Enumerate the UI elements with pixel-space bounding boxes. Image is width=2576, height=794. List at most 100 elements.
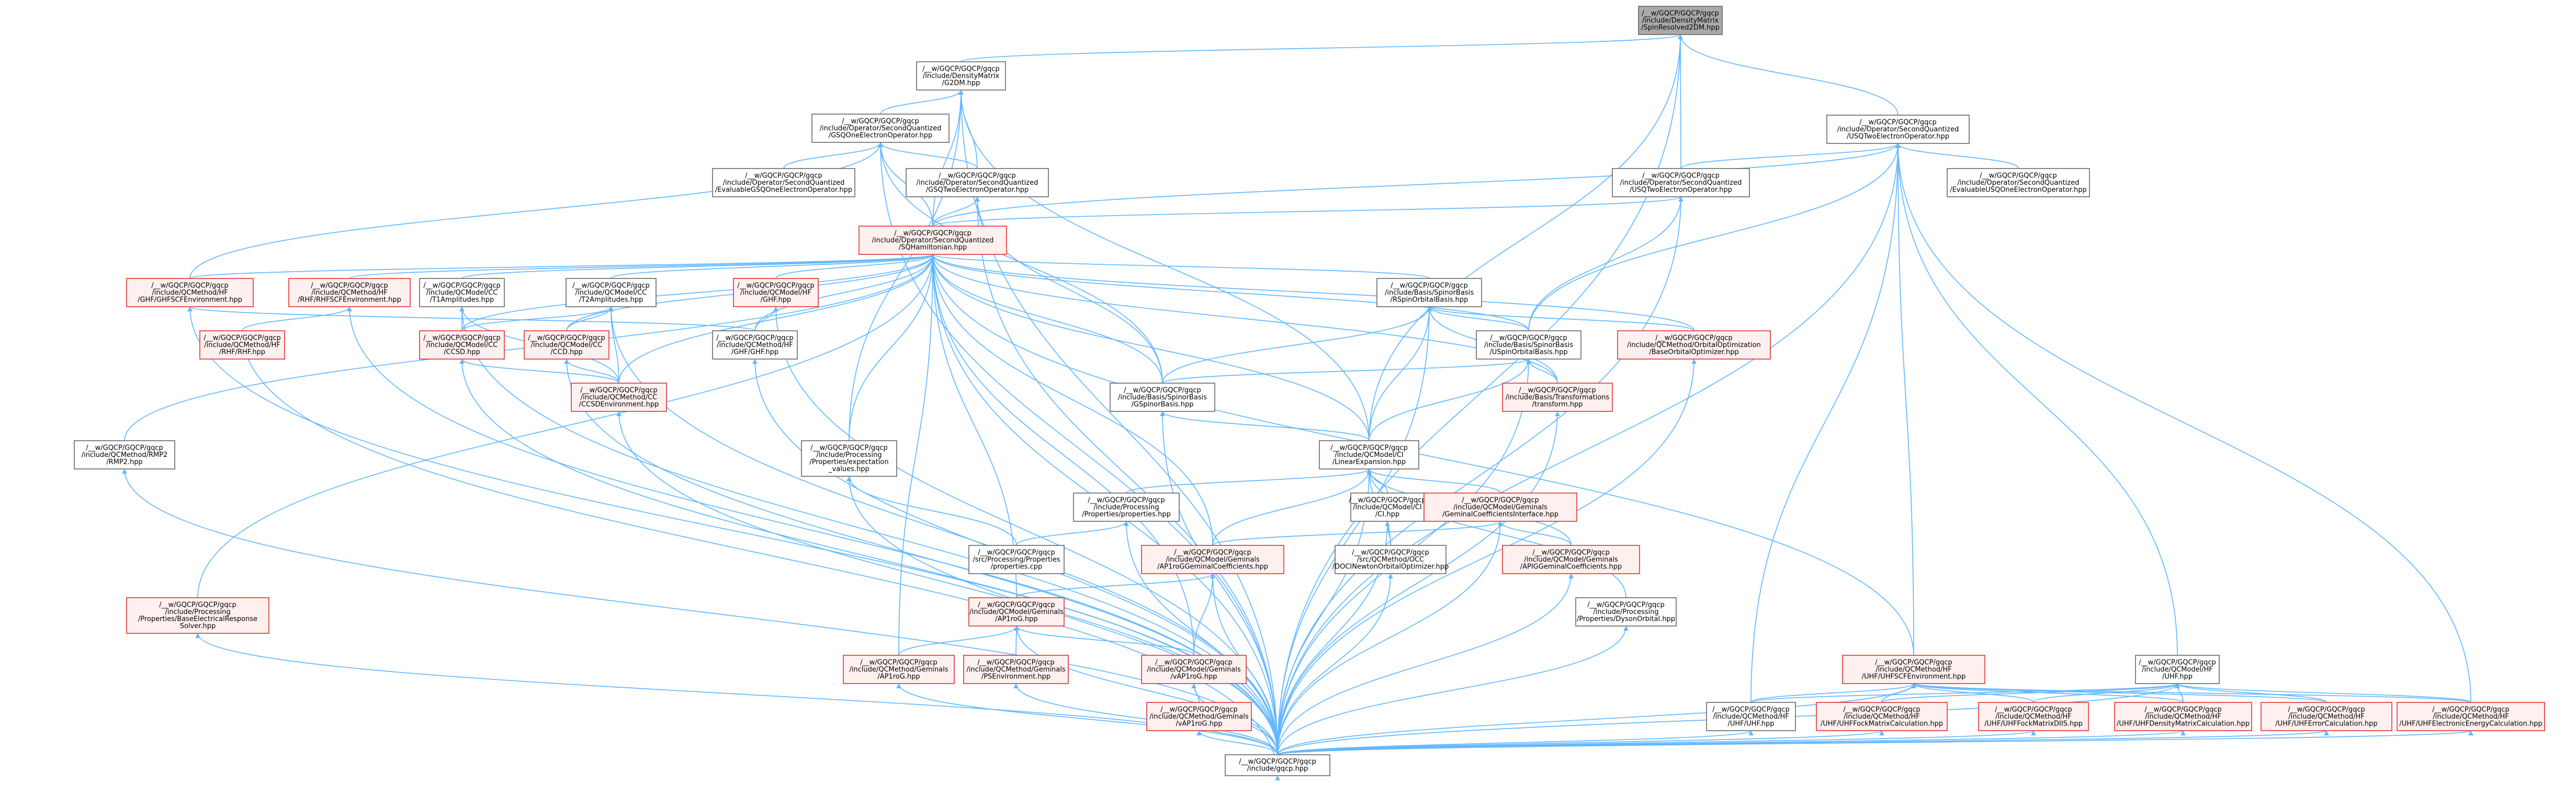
file-node-label: /GSQTwoElectronOperator.hpp <box>926 186 1029 194</box>
file-node-label: /SQHamiltonian.hpp <box>899 243 967 251</box>
file-node[interactable]: /__w/GQCP/GQCP/gqcp/include/QCMethod/Gem… <box>843 655 955 684</box>
file-node[interactable]: /__w/GQCP/GQCP/gqcp/include/DensityMatri… <box>1638 6 1723 35</box>
file-node-box <box>2114 702 2252 731</box>
file-node[interactable]: /__w/GQCP/GQCP/gqcp/include/Operator/Sec… <box>712 168 855 197</box>
file-node-label: /__w/GQCP/GQCP/gqcp <box>842 117 919 125</box>
file-node[interactable]: /__w/GQCP/GQCP/gqcp/include/QCMethod/Orb… <box>1617 330 1771 360</box>
file-node[interactable]: /__w/GQCP/GQCP/gqcp/include/QCModel/Gemi… <box>968 597 1065 627</box>
file-node[interactable]: /__w/GQCP/GQCP/gqcp/include/Operator/Sec… <box>858 226 1007 255</box>
file-node[interactable]: /__w/GQCP/GQCP/gqcp/include/QCMethod/HF/… <box>2114 702 2252 731</box>
file-node-label: /__w/GQCP/GQCP/gqcp <box>1532 549 1610 556</box>
file-node-label: /Properties/DysonOrbital.hpp <box>1577 615 1675 623</box>
edge-arrowhead <box>1275 776 1280 780</box>
file-node-label: /GSpinorBasis.hpp <box>1131 400 1193 408</box>
file-node[interactable]: /__w/GQCP/GQCP/gqcp/include/Processing/P… <box>1073 493 1180 522</box>
file-node-label: /__w/GQCP/GQCP/gqcp <box>1875 658 1952 666</box>
file-node-label: /__w/GQCP/GQCP/gqcp <box>423 282 501 289</box>
file-node[interactable]: /__w/GQCP/GQCP/gqcp/include/QCModel/CC/T… <box>419 278 505 307</box>
file-node[interactable]: /__w/GQCP/GQCP/gqcp/include/QCModel/CC/C… <box>524 330 609 360</box>
file-node[interactable]: /__w/GQCP/GQCP/gqcp/include/QCMethod/CC/… <box>571 383 667 412</box>
file-node-label: /include/QCMethod/Geminals <box>966 666 1065 674</box>
dependency-edge <box>783 142 881 169</box>
file-node[interactable]: /__w/GQCP/GQCP/gqcp/include/Operator/Sec… <box>1947 168 2090 197</box>
file-node[interactable]: /__w/GQCP/GQCP/gqcp/include/QCMethod/HF/… <box>2397 702 2545 731</box>
file-node-box <box>801 440 897 477</box>
dependency-edge <box>1277 683 1914 755</box>
dependency-edge <box>1680 34 1899 116</box>
file-node[interactable]: /__w/GQCP/GQCP/gqcp/include/Basis/Transf… <box>1502 383 1613 412</box>
file-node-label: /UHF/UHFFockMatrixDIIS.hpp <box>1984 720 2083 728</box>
dependency-edge <box>1369 359 1529 441</box>
file-node[interactable]: /__w/GQCP/GQCP/gqcp/include/QCMethod/RMP… <box>74 440 175 469</box>
file-node[interactable]: /__w/GQCP/GQCP/gqcp/include/QCMethod/HF/… <box>126 278 254 307</box>
file-node[interactable]: /__w/GQCP/GQCP/gqcp/include/QCMethod/HF/… <box>2261 702 2392 731</box>
dependency-edge <box>1369 34 1681 441</box>
edge-arrowhead <box>1678 35 1683 39</box>
file-node[interactable]: /__w/GQCP/GQCP/gqcp/include/QCModel/CI/C… <box>1349 493 1426 522</box>
dependency-edge <box>1528 196 1681 331</box>
file-node-box <box>858 226 1007 255</box>
file-node[interactable]: /__w/GQCP/GQCP/gqcp/include/QCModel/CI/L… <box>1319 440 1419 469</box>
file-node[interactable]: /__w/GQCP/GQCP/gqcp/include/QCMethod/Gem… <box>963 655 1069 684</box>
file-node[interactable]: /__w/GQCP/GQCP/gqcp/include/QCModel/CC/T… <box>566 278 657 307</box>
file-node[interactable]: /__w/GQCP/GQCP/gqcp/include/Processing/P… <box>126 597 269 634</box>
file-node-box <box>1376 278 1482 307</box>
edge-arrowhead <box>195 633 200 638</box>
file-node-box <box>1842 655 1985 684</box>
file-node-label: /__w/GQCP/GQCP/gqcp <box>1330 444 1408 452</box>
file-node[interactable]: /__w/GQCP/GQCP/gqcp/include/Operator/Sec… <box>906 168 1049 197</box>
file-node[interactable]: /__w/GQCP/GQCP/gqcp/include/QCMethod/HF/… <box>1842 655 1985 684</box>
edge-arrowhead <box>1385 521 1390 526</box>
file-node[interactable]: /__w/GQCP/GQCP/gqcp/include/QCMethod/Gem… <box>1146 702 1252 731</box>
dependency-edge <box>1897 143 2178 656</box>
file-node[interactable]: /__w/GQCP/GQCP/gqcp/include/Operator/Sec… <box>1612 168 1750 197</box>
dependency-edge <box>2177 683 2471 703</box>
file-node[interactable]: /__w/GQCP/GQCP/gqcp/include/QCMethod/HF/… <box>288 278 411 307</box>
file-node[interactable]: /__w/GQCP/GQCP/gqcp/src/QCMethod/OCC/DOC… <box>1332 545 1449 574</box>
file-node[interactable]: /__w/GQCP/GQCP/gqcp/include/Basis/Spinor… <box>1476 330 1581 360</box>
file-node[interactable]: /__w/GQCP/GQCP/gqcp/include/QCMethod/HF/… <box>1706 702 1796 731</box>
file-node[interactable]: /__w/GQCP/GQCP/gqcp/include/QCMethod/HF/… <box>1978 702 2089 731</box>
file-node-box <box>1575 597 1677 627</box>
file-node-label: /AP1roG.hpp <box>995 615 1037 623</box>
file-node[interactable]: /__w/GQCP/GQCP/gqcp/include/Operator/Sec… <box>811 114 950 143</box>
file-node[interactable]: /__w/GQCP/GQCP/gqcp/include/QCModel/Gemi… <box>1141 545 1284 574</box>
file-node[interactable]: /__w/GQCP/GQCP/gqcp/include/QCMethod/HF/… <box>1816 702 1948 731</box>
file-node[interactable]: /__w/GQCP/GQCP/gqcp/include/QCModel/HF/U… <box>2135 655 2220 684</box>
file-node[interactable]: /__w/GQCP/GQCP/gqcp/include/Operator/Sec… <box>1826 115 1970 144</box>
file-node[interactable]: /__w/GQCP/GQCP/gqcp/include/QCMethod/HF/… <box>199 330 285 360</box>
file-node[interactable]: /__w/GQCP/GQCP/gqcp/include/QCModel/Gemi… <box>1423 493 1577 522</box>
dependency-edge <box>566 359 619 384</box>
dependency-edge <box>1913 683 2471 703</box>
file-node-label: /include/Basis/SpinorBasis <box>1484 341 1573 349</box>
file-node-label: /include/QCMethod/OrbitalOptimization <box>1627 341 1761 349</box>
file-node[interactable]: /__w/GQCP/GQCP/gqcp/include/Processing/P… <box>1575 597 1677 627</box>
edge-arrowhead <box>2175 684 2180 688</box>
file-node[interactable]: /__w/GQCP/GQCP/gqcp/include/Processing/P… <box>801 440 897 477</box>
file-node[interactable]: /__w/GQCP/GQCP/gqcp/include/QCModel/CC/C… <box>419 330 505 360</box>
file-node[interactable]: /__w/GQCP/GQCP/gqcp/include/QCModel/Gemi… <box>1141 655 1247 684</box>
dependency-edge <box>2033 683 2178 703</box>
file-node-box <box>963 655 1069 684</box>
file-node-label: /__w/GQCP/GQCP/gqcp <box>978 601 1055 609</box>
dependency-edge <box>1126 468 1370 494</box>
file-node-label: /__w/GQCP/GQCP/gqcp <box>1587 601 1665 609</box>
file-node[interactable]: /__w/GQCP/GQCP/gqcp/src/Processing/Prope… <box>968 545 1065 574</box>
file-node[interactable]: /__w/GQCP/GQCP/gqcp/include/DensityMatri… <box>916 61 1006 91</box>
file-node[interactable]: /__w/GQCP/GQCP/gqcp/include/Basis/Spinor… <box>1376 278 1482 307</box>
file-node-label: /USpinOrbitalBasis.hpp <box>1489 348 1567 356</box>
file-node-label: /EvaluableGSQOneElectronOperator.hpp <box>715 186 852 194</box>
file-node-label: /EvaluableUSQOneElectronOperator.hpp <box>1950 186 2087 194</box>
file-node[interactable]: /__w/GQCP/GQCP/gqcp/include/Basis/Spinor… <box>1110 383 1215 412</box>
file-node[interactable]: /__w/GQCP/GQCP/gqcp/include/QCModel/HF/G… <box>733 278 819 307</box>
dependency-edge <box>1429 306 1694 331</box>
file-node-label: /__w/GQCP/GQCP/gqcp <box>1155 658 1233 666</box>
file-node-label: /include/Processing <box>1593 608 1658 616</box>
file-node[interactable]: /__w/GQCP/GQCP/gqcp/include/gqcp.hpp <box>1225 754 1330 776</box>
file-node-label: /GHF.hpp <box>761 296 792 304</box>
file-node-label: /include/Basis/SpinorBasis <box>1385 289 1474 297</box>
file-node[interactable]: /__w/GQCP/GQCP/gqcp/include/QCModel/Gemi… <box>1502 545 1640 574</box>
file-node[interactable]: /__w/GQCP/GQCP/gqcp/include/QCMethod/HF/… <box>712 330 798 360</box>
file-node-label: /SpinResolved2DM.hpp <box>1641 24 1720 31</box>
file-node-box <box>419 278 505 307</box>
